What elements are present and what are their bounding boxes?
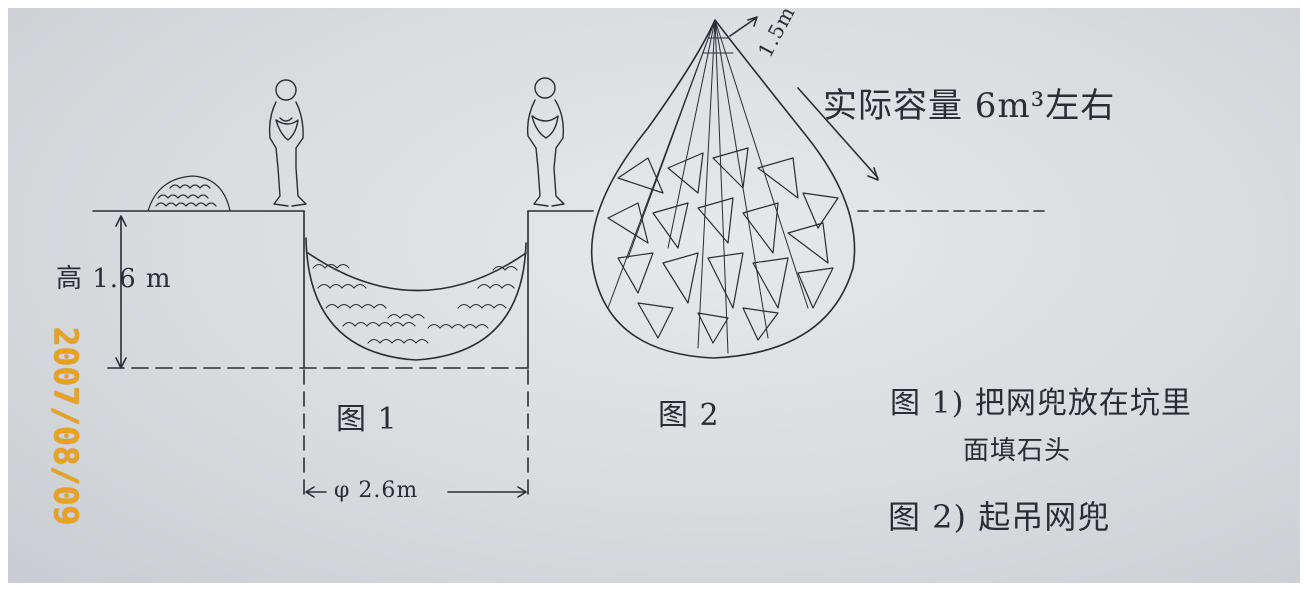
- person-left: [270, 80, 306, 206]
- capacity-label: 实际容量 6m³左右: [823, 78, 1115, 127]
- net-rocks: [608, 148, 838, 343]
- note-1-line-2: 面填石头: [963, 430, 1071, 467]
- stone-pile: [148, 176, 230, 211]
- date-stamp: 2007/08/09: [38, 326, 98, 526]
- pit: [304, 211, 528, 368]
- sketch-paper: 高 1.6 m 图 1 图 2 φ 2.6m 1.5m 实际容量 6m³左右 图…: [8, 8, 1300, 583]
- figure-1-label: 图 1: [336, 394, 398, 438]
- pit-bowl: [306, 238, 526, 360]
- note-1-line-1: 图 1) 把网兜放在坑里: [890, 378, 1192, 422]
- person-right: [528, 78, 564, 206]
- diameter-label: φ 2.6m: [334, 478, 418, 503]
- net-bag: [592, 20, 855, 358]
- figure-2-label: 图 2: [658, 390, 720, 434]
- height-label: 高 1.6 m: [56, 258, 172, 295]
- top-length-dimension: [730, 17, 757, 36]
- date-stamp-text: 2007/08/09: [47, 327, 86, 526]
- note-2: 图 2) 起吊网兜: [888, 492, 1110, 538]
